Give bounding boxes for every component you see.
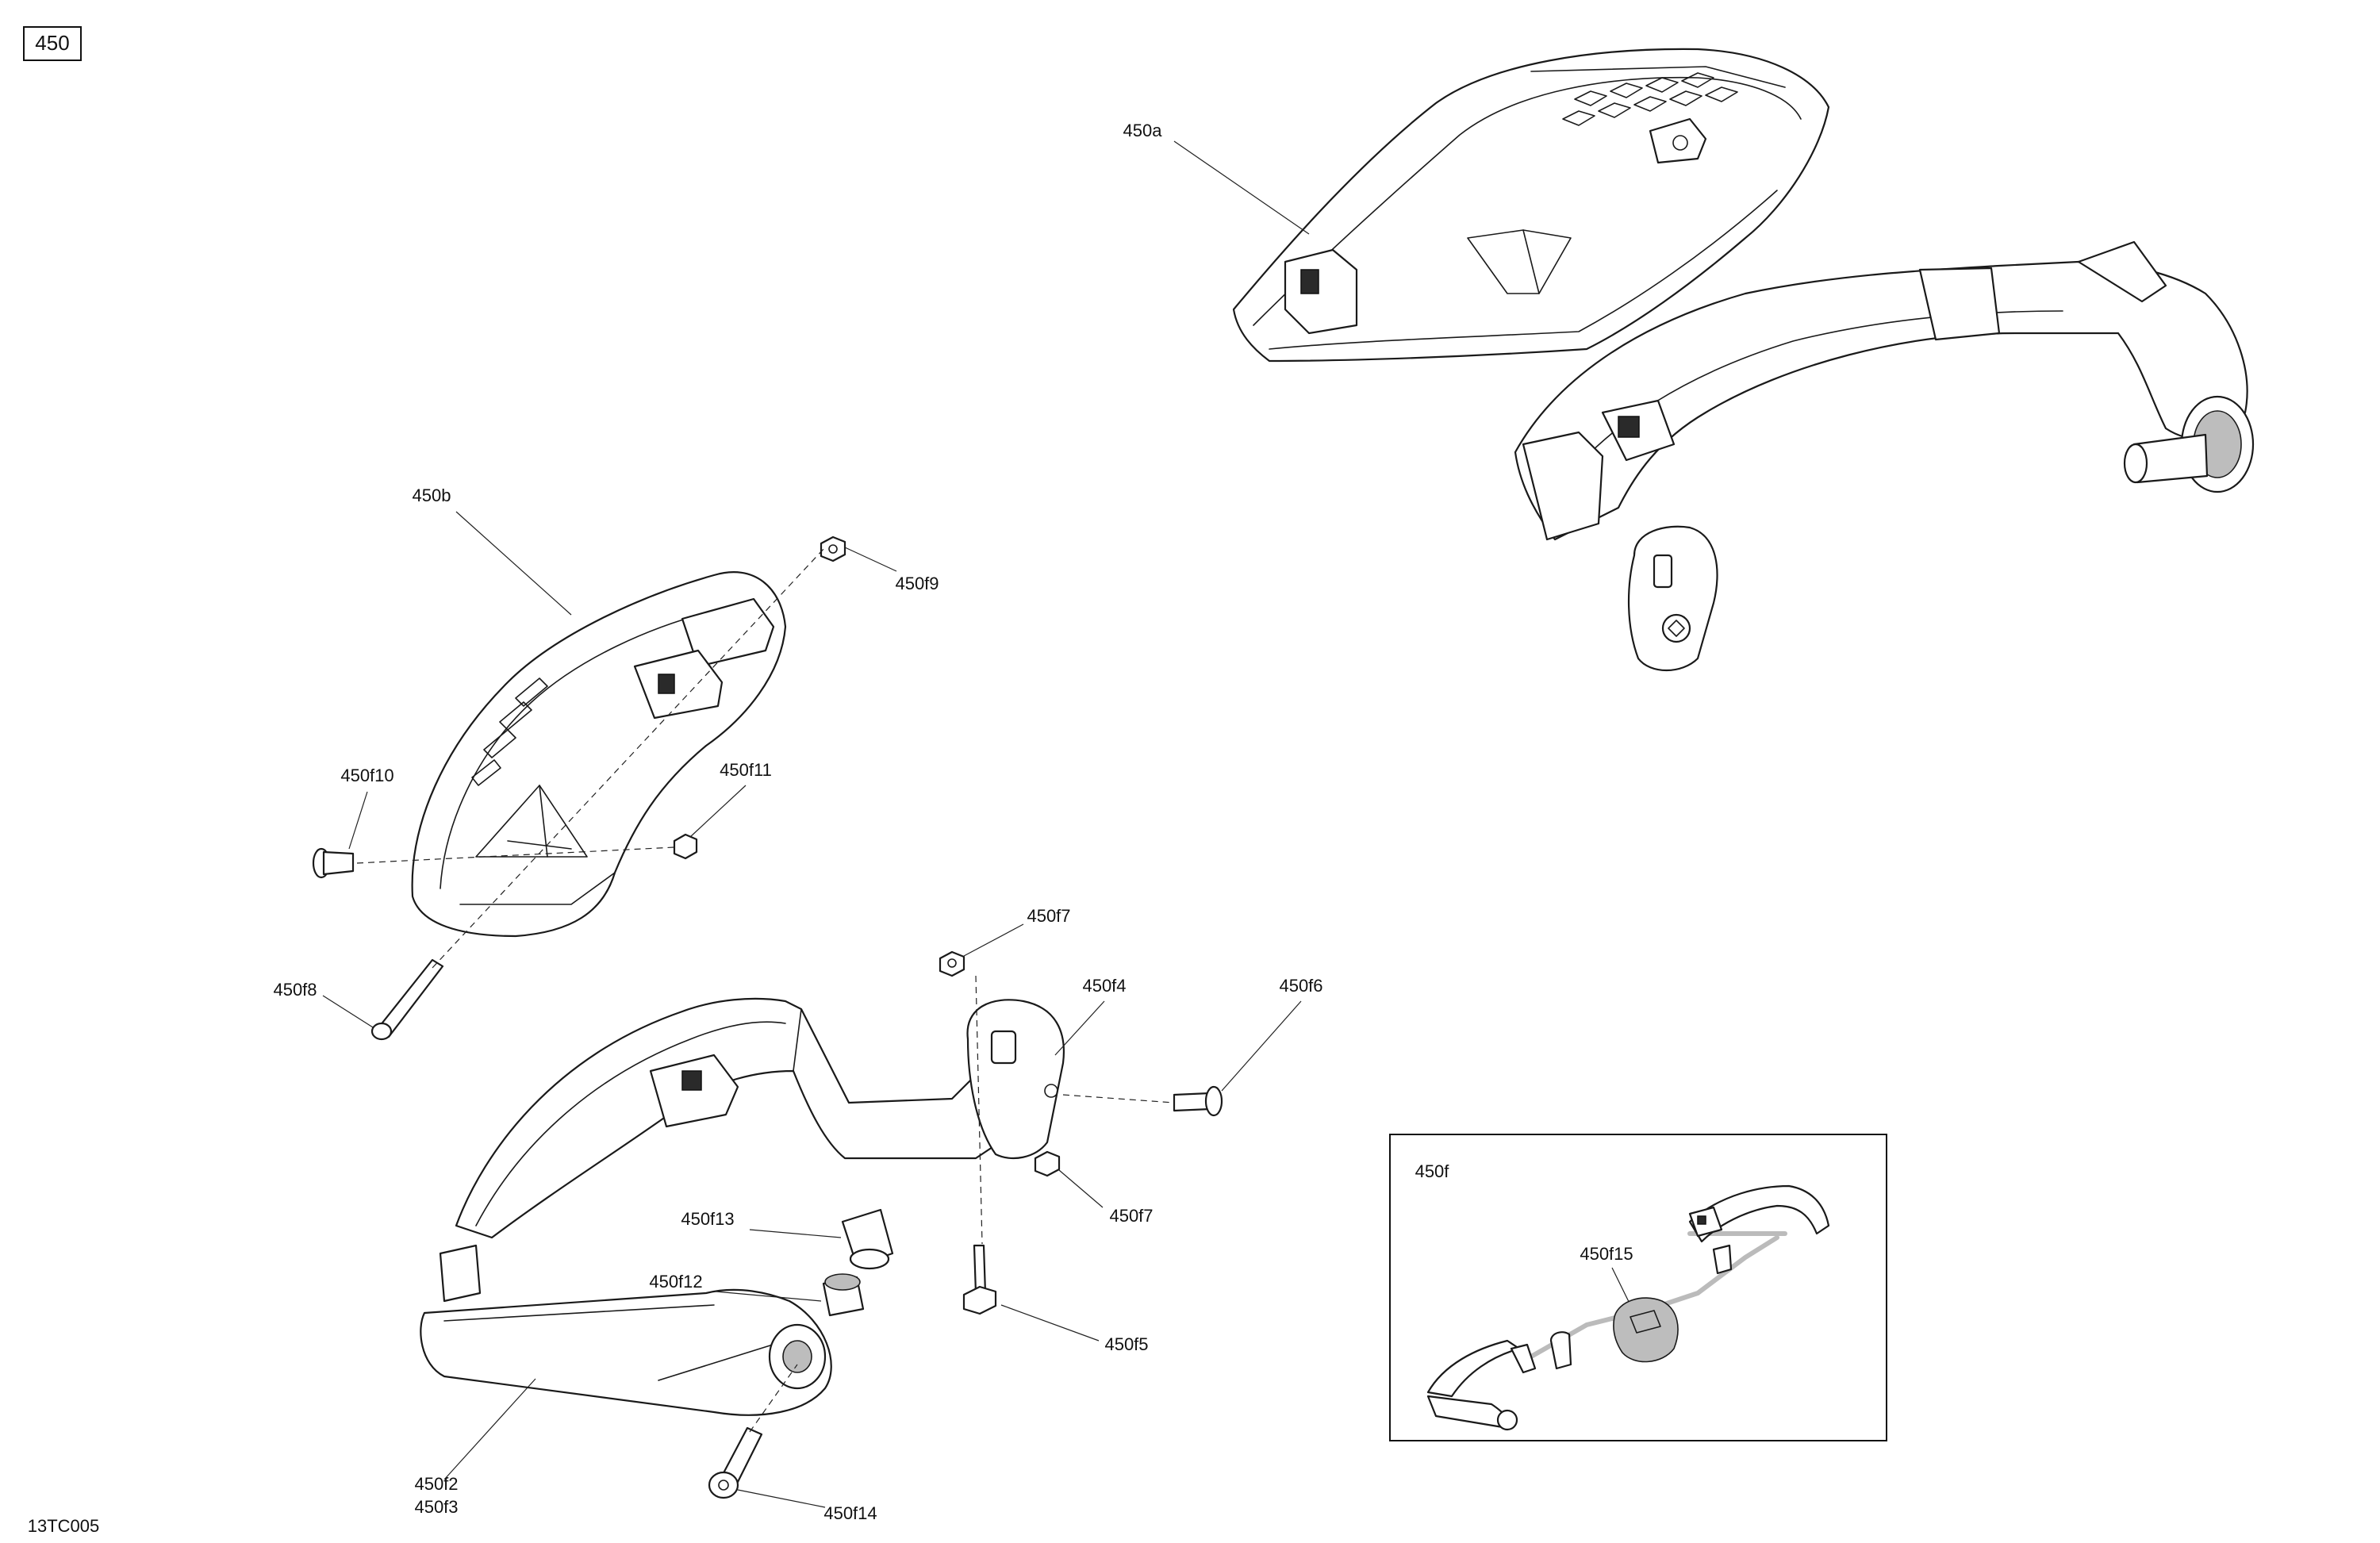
- bar-end-weight: [2123, 395, 2255, 493]
- bushing-450f12: [822, 1273, 865, 1317]
- handguard-shield-450b: [411, 571, 787, 938]
- bolt-450f8: [370, 958, 444, 1041]
- clamp-450f4: [966, 999, 1065, 1160]
- callout-450b: 450b: [413, 486, 451, 505]
- nut-450f7-top: [939, 950, 965, 977]
- nut-450f11: [673, 833, 698, 860]
- group-label-box: 450: [23, 26, 82, 61]
- screw-450f10: [312, 847, 355, 879]
- callout-450f9: 450f9: [895, 574, 939, 593]
- drawing-code: 13TC005: [28, 1516, 100, 1536]
- leader-lines: [322, 140, 1310, 1508]
- callout-450f7-bottom: 450f7: [1109, 1206, 1153, 1226]
- shield-450b-vents: [471, 677, 548, 786]
- screw-450f6: [1173, 1085, 1223, 1117]
- callout-450f8: 450f8: [273, 980, 317, 1000]
- nut-450f9: [820, 535, 846, 562]
- inset-center-clamp: [1613, 1297, 1679, 1363]
- bar-clamp: [1627, 525, 1718, 672]
- inset-right-handguard: [1688, 1184, 1830, 1275]
- assembly-lines: [356, 547, 1175, 1433]
- callout-450f5: 450f5: [1104, 1334, 1148, 1354]
- nut-450f7-bottom: [1034, 1150, 1061, 1177]
- callout-450f4: 450f4: [1082, 976, 1126, 996]
- callout-450f15: 450f15: [1580, 1244, 1633, 1264]
- shield-vent-pattern: [1562, 72, 1738, 126]
- callout-450f6: 450f6: [1279, 976, 1322, 996]
- callout-450f2: 450f2: [414, 1474, 458, 1494]
- bolt-450f14: [708, 1426, 763, 1499]
- callout-450f10: 450f10: [340, 766, 393, 785]
- handguard-bar-450a: [1514, 240, 2255, 672]
- shield-mount-tab: [1284, 117, 1707, 335]
- inset-left-handguard: [1426, 1331, 1572, 1431]
- callout-labels: 450a 450b 450f9 450f10 450f11 450f8 450f…: [273, 121, 1322, 1523]
- spacer-450f13: [841, 1208, 894, 1270]
- callout-450a: 450a: [1123, 121, 1163, 140]
- callout-450f3: 450f3: [414, 1497, 458, 1517]
- shield-450b-mount: [633, 597, 775, 720]
- callout-450f13: 450f13: [681, 1209, 734, 1229]
- callout-450f7-top: 450f7: [1027, 906, 1070, 926]
- callout-450f14: 450f14: [823, 1503, 877, 1523]
- handguard-bar-450f2: [420, 997, 1001, 1416]
- inset-label: 450f: [1415, 1161, 1450, 1181]
- handguard-shield-450a: [1232, 48, 1830, 363]
- inset-box-450f: 450f 450f15: [1389, 1134, 1887, 1441]
- callout-450f12: 450f12: [649, 1272, 702, 1292]
- callout-450f11: 450f11: [720, 760, 772, 780]
- group-label: 450: [35, 31, 69, 55]
- bolt-450f5: [962, 1244, 997, 1315]
- bar-inner-mount: [1522, 399, 1676, 541]
